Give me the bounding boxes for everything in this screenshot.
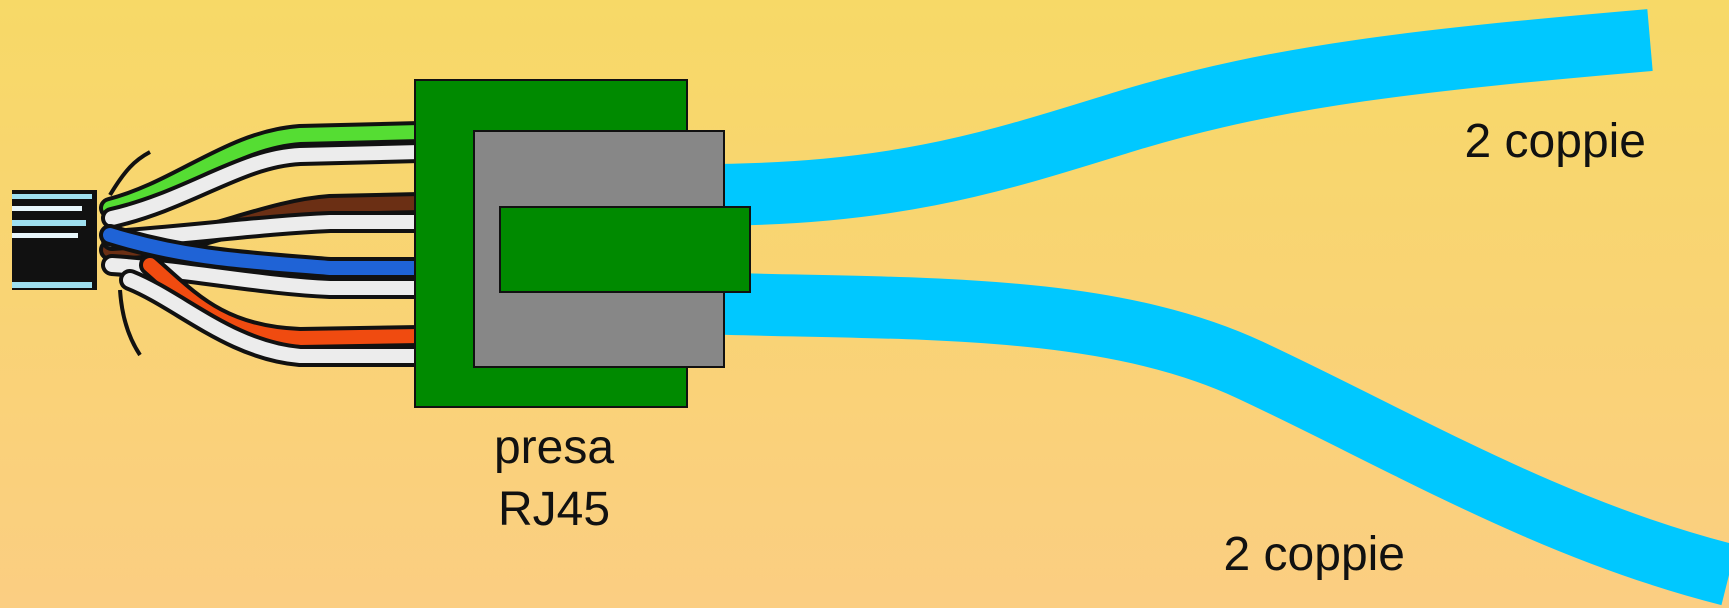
rj45-connector	[414, 79, 751, 408]
cable-jacket	[12, 150, 151, 357]
connector-tab	[499, 206, 751, 293]
branch-top-label: 2 coppie	[1465, 115, 1646, 168]
branch-bottom-label: 2 coppie	[1224, 528, 1405, 581]
branch-cable-bottom	[698, 272, 1729, 606]
connector-label: presa	[494, 421, 614, 474]
branch-cable-top	[699, 9, 1653, 226]
connector-model-label: RJ45	[498, 483, 610, 536]
twisted-wire-pairs	[99, 121, 431, 367]
